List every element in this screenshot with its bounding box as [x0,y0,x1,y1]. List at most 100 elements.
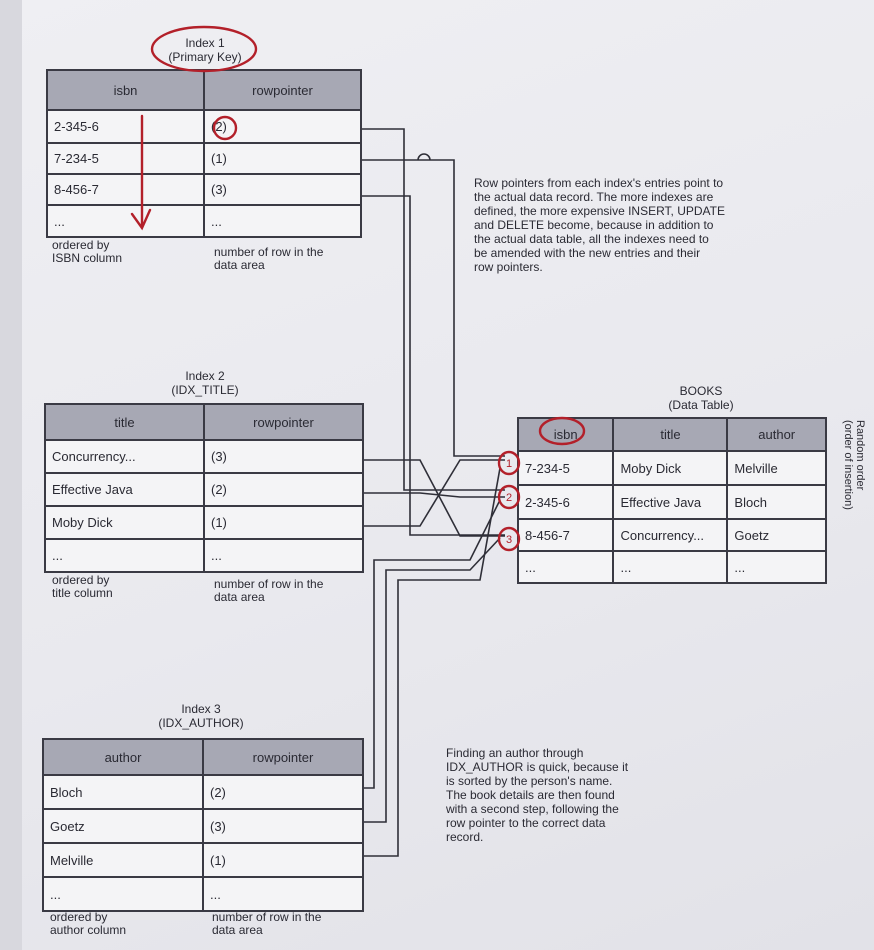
index1-cell: (2) [203,109,362,144]
index3-title: Index 3 (IDX_AUTHOR) [146,702,256,730]
table-row: Bloch (2) [42,774,364,810]
index3-cell: Goetz [42,808,204,844]
index3-col-rowpointer: rowpointer [202,738,364,776]
books-title-text: BOOKS [679,384,723,398]
index3-title-text: Index 3 [181,702,221,716]
index1-header-row: isbn rowpointer [46,69,362,111]
index2-cell: Concurrency... [44,439,205,474]
index3-cell: (1) [202,842,364,878]
books-cell: 8-456-7 [516,518,615,552]
table-row: Effective Java (2) [44,472,364,507]
books-col-author: author [726,417,827,452]
index3-caption-left: ordered by author column [50,910,127,937]
index2-cell: (3) [203,439,364,474]
pointer-line [364,459,505,527]
index2-cell: ... [44,538,205,573]
books-title: BOOKS (Data Table) [646,384,756,412]
index2-cell: (2) [203,472,364,507]
index3-caption-right: number of row in the data area [212,910,322,937]
books-cell: Goetz [726,518,827,552]
row-marker-2: 2 [506,492,512,504]
table-row: 2-345-6 (2) [46,109,362,144]
table-row: ... ... [42,876,364,912]
pointer-line [362,128,505,491]
table-row: 8-456-7 (3) [46,173,362,206]
index3-header-row: author rowpointer [42,738,364,776]
books-cell: Effective Java [612,484,729,520]
index1-cell: ... [203,204,362,238]
pointer-line [362,195,505,536]
index1-cell: (3) [203,173,362,206]
books-cell: Bloch [726,484,827,520]
table-row: ... ... ... [516,550,827,584]
table-row: 7-234-5 (1) [46,142,362,175]
table-row: 2-345-6 Effective Java Bloch [516,484,827,520]
index3-subtitle: (IDX_AUTHOR) [158,716,244,730]
author-lookup-note: Finding an author through IDX_AUTHOR is … [446,746,629,844]
books-cell: ... [726,550,827,584]
index1-cell: (1) [203,142,362,175]
pointer-line [362,159,505,457]
order-arrow [130,114,152,231]
index3-table: author rowpointer Bloch (2) Goetz (3) Me… [42,738,364,912]
row-marker-circle [497,484,521,510]
index1-caption-left: ordered by ISBN column [52,238,123,265]
index1-caption-right: number of row in the data area [214,245,324,272]
index2-col-title: title [44,403,205,441]
books-col-title: title [612,417,729,452]
table-row: Goetz (3) [42,808,364,844]
books-subtitle: (Data Table) [668,398,734,412]
books-isbn-circle [538,416,586,446]
index2-cell: Effective Java [44,472,205,507]
pointer-line [364,499,501,789]
pointer-line [364,459,505,537]
index1-cell: 2-345-6 [46,109,205,144]
books-cell: ... [612,550,729,584]
table-row: Melville (1) [42,842,364,878]
index3-col-author: author [42,738,204,776]
books-cell: Concurrency... [612,518,729,552]
pointer-line [364,492,505,498]
books-cell: ... [516,550,615,584]
row-marker-1: 1 [506,458,512,470]
index3-cell: ... [42,876,204,912]
index2-col-rowpointer: rowpointer [203,403,364,441]
books-cell: Moby Dick [612,450,729,486]
index2-cell: Moby Dick [44,505,205,540]
pointer-line [364,537,501,823]
index3-cell: (3) [202,808,364,844]
table-row: 8-456-7 Concurrency... Goetz [516,518,827,552]
books-table: isbn title author 7-234-5 Moby Dick Melv… [516,417,827,584]
rowpointer-circle [212,115,238,141]
index2-caption-right: number of row in the data area [214,577,324,604]
books-cell: 7-234-5 [516,450,615,486]
table-row: ... ... [44,538,364,573]
index1-cell: 8-456-7 [46,173,205,206]
index3-cell: Melville [42,842,204,878]
index1-table: isbn rowpointer 2-345-6 (2) 7-234-5 (1) … [46,69,362,238]
index3-cell: Bloch [42,774,204,810]
primary-key-circle [150,25,258,73]
index1-title: Index 1 (Primary Key) [150,36,260,64]
table-row: 7-234-5 Moby Dick Melville [516,450,827,486]
index3-cell: (2) [202,774,364,810]
index1-cell: 7-234-5 [46,142,205,175]
row-pointer-note: Row pointers from each index's entries p… [474,176,726,274]
books-cell: Melville [726,450,827,486]
page-edge [0,0,22,950]
table-row: Moby Dick (1) [44,505,364,540]
index2-table: title rowpointer Concurrency... (3) Effe… [44,403,364,573]
books-cell: 2-345-6 [516,484,615,520]
index1-title-text: Index 1 [185,36,225,50]
index1-col-isbn: isbn [46,69,205,111]
pointer-line [364,467,501,857]
index2-cell: (1) [203,505,364,540]
index2-subtitle: (IDX_TITLE) [171,383,239,397]
row-marker-circle [497,450,521,476]
books-side-label: Random order (order of insertion) [842,420,866,510]
table-row: Concurrency... (3) [44,439,364,474]
index2-header-row: title rowpointer [44,403,364,441]
row-marker-circle [497,526,521,552]
pointer-hop [417,153,431,161]
